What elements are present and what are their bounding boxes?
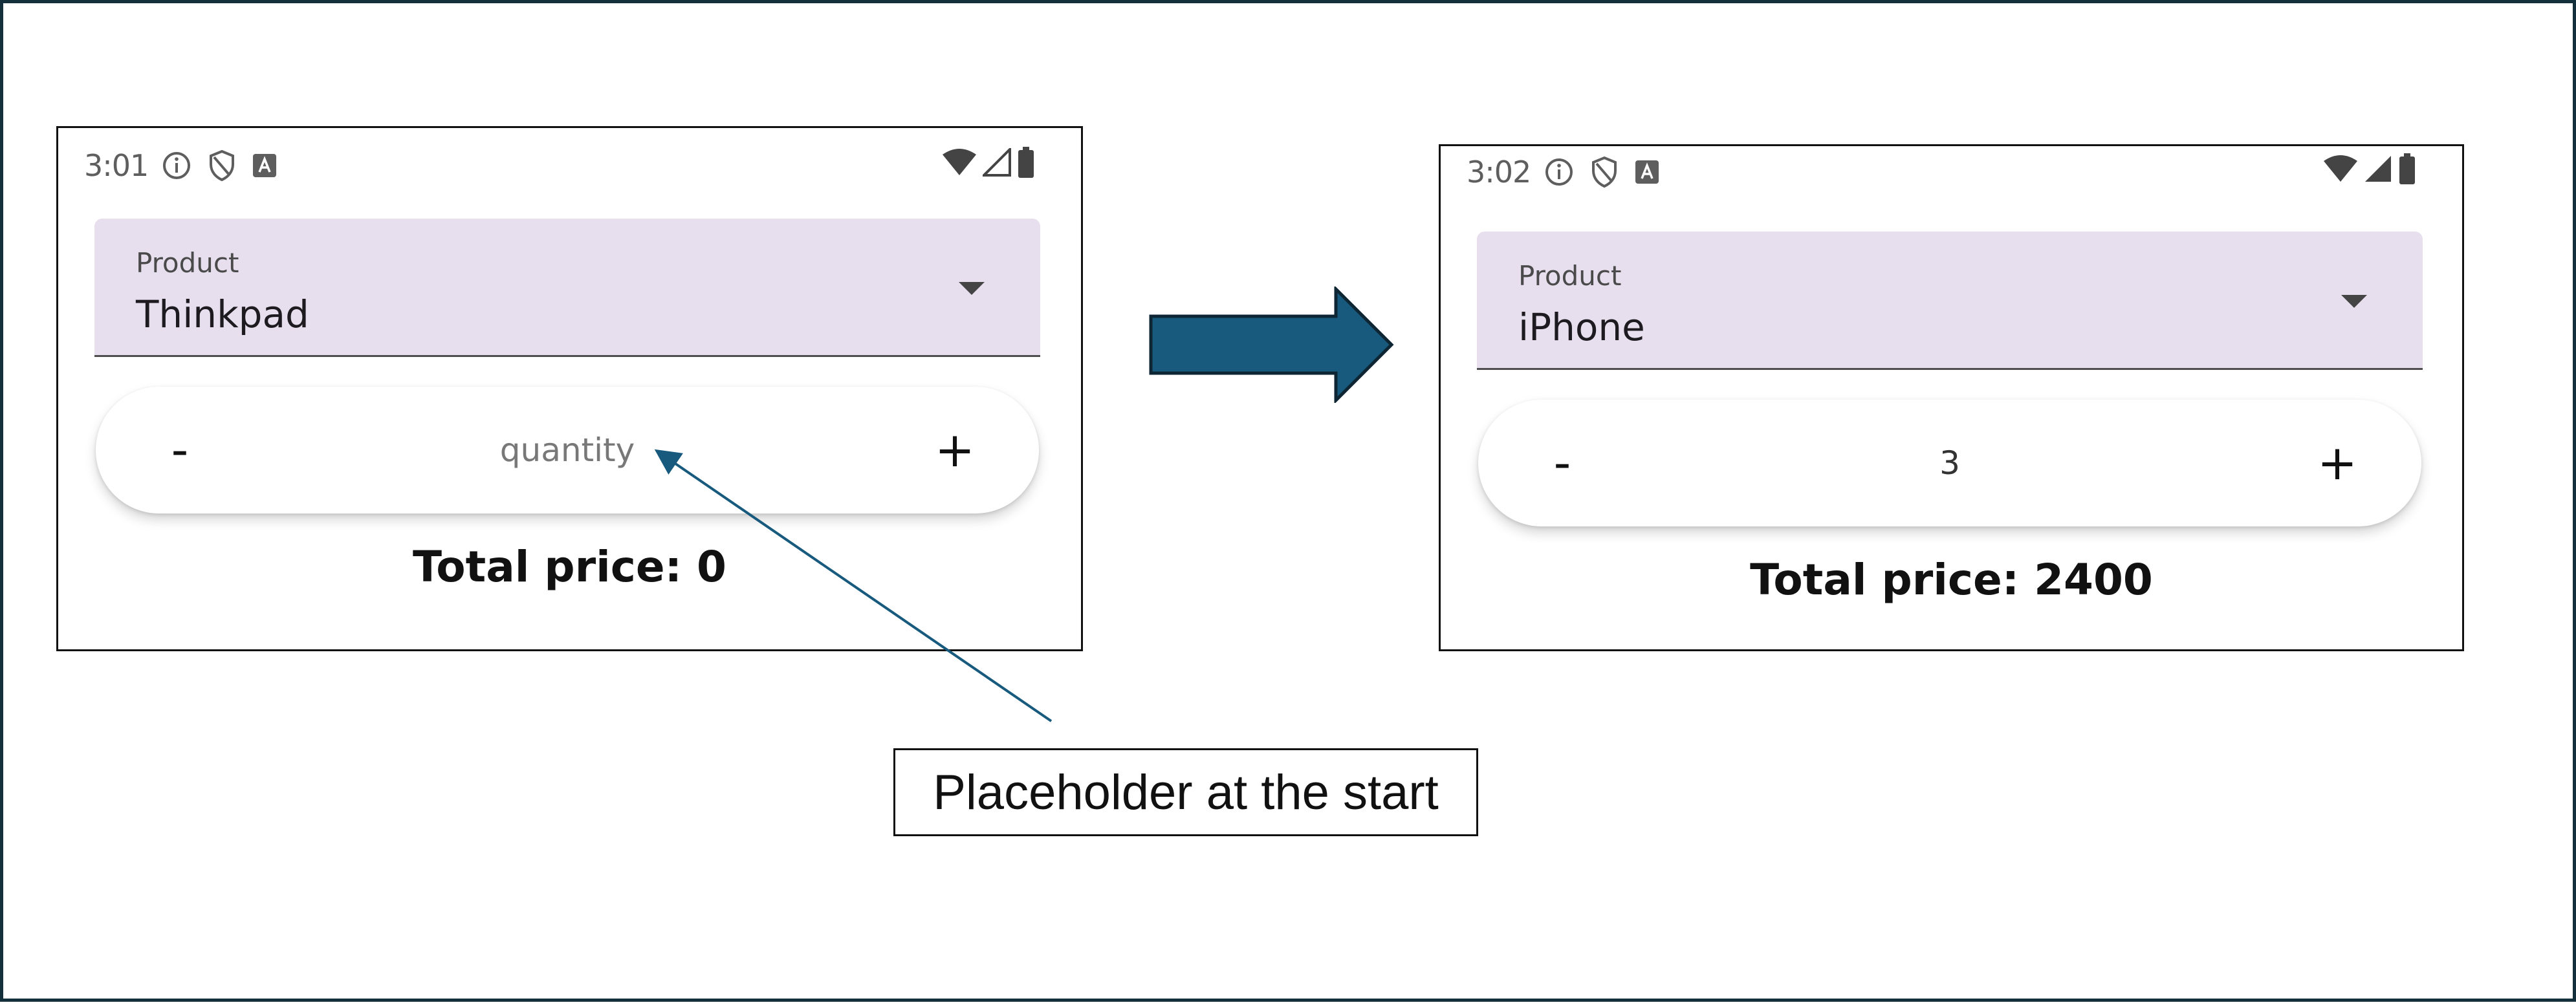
callout-pointer-arrow — [654, 449, 1053, 722]
decrement-button[interactable]: - — [1553, 435, 1571, 491]
quantity-input[interactable]: quantity — [499, 431, 635, 469]
status-right-icons — [2322, 153, 2417, 192]
shield-icon — [1590, 156, 1619, 188]
screenshot-before: 3:01 Product — [56, 126, 1083, 651]
increment-button[interactable]: + — [934, 422, 975, 478]
info-icon — [161, 150, 192, 181]
wifi-icon — [941, 148, 977, 184]
status-bar: 3:01 — [84, 140, 1036, 191]
product-dropdown-label: Product — [136, 247, 239, 279]
screenshot-after: 3:02 Product — [1439, 144, 2464, 651]
total-price: Total price: 2400 — [1750, 555, 2153, 605]
wifi-icon — [2322, 155, 2359, 190]
battery-icon — [2397, 153, 2417, 192]
status-bar: 3:02 — [1467, 146, 2417, 198]
info-icon — [1544, 157, 1575, 188]
shield-icon — [208, 149, 236, 182]
app-badge-icon — [1634, 159, 1660, 185]
decrement-button[interactable]: - — [171, 422, 189, 478]
quantity-stepper: - 3 + — [1478, 400, 2421, 526]
status-right-icons — [941, 146, 1036, 186]
product-dropdown-value: Thinkpad — [136, 292, 309, 336]
cellular-signal-icon — [2364, 155, 2392, 190]
increment-button[interactable]: + — [2317, 435, 2357, 491]
annotation-callout: Placeholder at the start — [893, 748, 1478, 836]
transition-arrow-icon — [1149, 286, 1394, 403]
product-dropdown-label: Product — [1518, 260, 1622, 292]
product-dropdown[interactable]: Product iPhone — [1477, 232, 2423, 370]
quantity-input[interactable]: 3 — [1939, 444, 1960, 482]
app-badge-icon — [252, 153, 278, 178]
cellular-signal-icon — [981, 146, 1011, 184]
battery-icon — [1016, 146, 1036, 186]
caret-down-icon[interactable] — [2341, 295, 2367, 308]
product-dropdown-value: iPhone — [1518, 305, 1645, 349]
quantity-stepper: - quantity + — [96, 387, 1039, 513]
status-time: 3:02 — [1467, 155, 1531, 189]
total-price: Total price: 0 — [413, 542, 726, 592]
product-dropdown[interactable]: Product Thinkpad — [94, 219, 1040, 357]
caret-down-icon[interactable] — [959, 282, 985, 295]
status-time: 3:01 — [84, 148, 149, 183]
